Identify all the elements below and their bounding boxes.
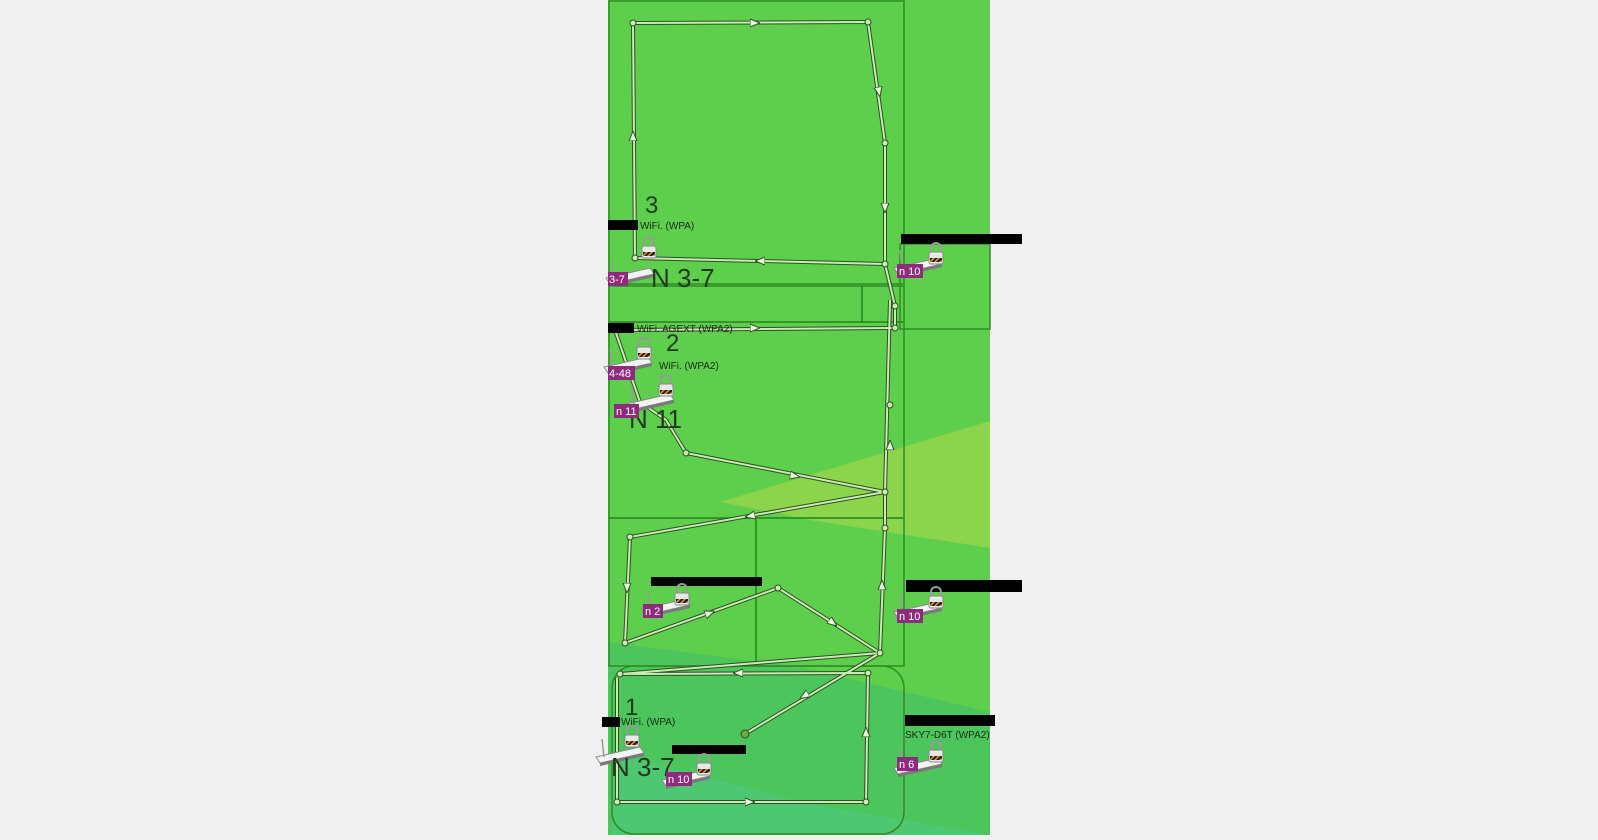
svg-text:n 10: n 10 <box>899 611 920 623</box>
redacted-label <box>602 717 620 727</box>
network-label: WiFi. AGEXT (WPA2) <box>637 324 733 335</box>
channel-badge: n 10 <box>666 772 692 786</box>
svg-text:n 2: n 2 <box>645 606 660 618</box>
redacted-label <box>608 323 634 333</box>
path-node[interactable] <box>682 449 690 457</box>
path-end-node[interactable] <box>740 729 750 739</box>
redacted-label <box>608 220 638 230</box>
path-node[interactable] <box>881 524 889 532</box>
channel-badge: n 11 <box>614 404 639 418</box>
redacted-label <box>905 715 995 726</box>
floor-number-2: 2 <box>666 330 679 357</box>
channel-badge: n 6 <box>897 757 918 771</box>
svg-text:n 11: n 11 <box>616 406 637 418</box>
path-node[interactable] <box>626 533 634 541</box>
redacted-label <box>672 745 746 754</box>
path-nodes <box>613 18 899 806</box>
redaction-bars <box>602 220 1022 754</box>
path-node[interactable] <box>862 798 870 806</box>
path-node[interactable] <box>621 639 629 647</box>
path-node[interactable] <box>891 324 899 332</box>
channel-badge: n 10 <box>897 609 923 623</box>
svg-text:3-7: 3-7 <box>609 274 625 286</box>
room-outlines <box>608 0 991 835</box>
svg-text:n 6: n 6 <box>899 759 914 771</box>
path-node[interactable] <box>616 670 624 678</box>
path-node[interactable] <box>613 798 621 806</box>
path-node[interactable] <box>881 139 889 147</box>
path-node[interactable] <box>864 18 872 26</box>
svg-text:n 10: n 10 <box>668 774 689 786</box>
path-node[interactable] <box>886 401 894 409</box>
zone-label: N 3-7 <box>611 752 675 782</box>
svg-text:n 10: n 10 <box>899 266 920 278</box>
zone-label: N 3-7 <box>651 263 715 293</box>
floor-number-3: 3 <box>645 192 658 219</box>
network-label: WiFi. (WPA2) <box>659 361 719 372</box>
redacted-label <box>906 580 1022 592</box>
path-node[interactable] <box>881 488 889 496</box>
path-node[interactable] <box>876 649 884 657</box>
path-node[interactable] <box>891 302 899 310</box>
path-node[interactable] <box>881 260 889 268</box>
path-node[interactable] <box>774 584 782 592</box>
svg-text:4-48: 4-48 <box>609 368 631 380</box>
signal-zone-ground-lower <box>612 752 990 835</box>
path-node[interactable] <box>864 669 872 677</box>
channel-badge: n 10 <box>897 264 923 278</box>
network-label: SKY7-D6T (WPA2) <box>905 730 990 741</box>
redacted-label <box>651 577 762 586</box>
floor-number-1: 1 <box>625 694 638 721</box>
network-label: WiFi. (WPA) <box>621 717 675 728</box>
network-label: WiFi. (WPA) <box>640 221 694 232</box>
channel-badge: n 2 <box>643 604 663 618</box>
channel-badge: 4-48 <box>608 366 635 380</box>
redacted-label <box>901 234 1022 244</box>
path-node[interactable] <box>629 19 637 27</box>
channel-badge: 3-7 <box>608 272 628 286</box>
path-node[interactable] <box>631 254 639 262</box>
